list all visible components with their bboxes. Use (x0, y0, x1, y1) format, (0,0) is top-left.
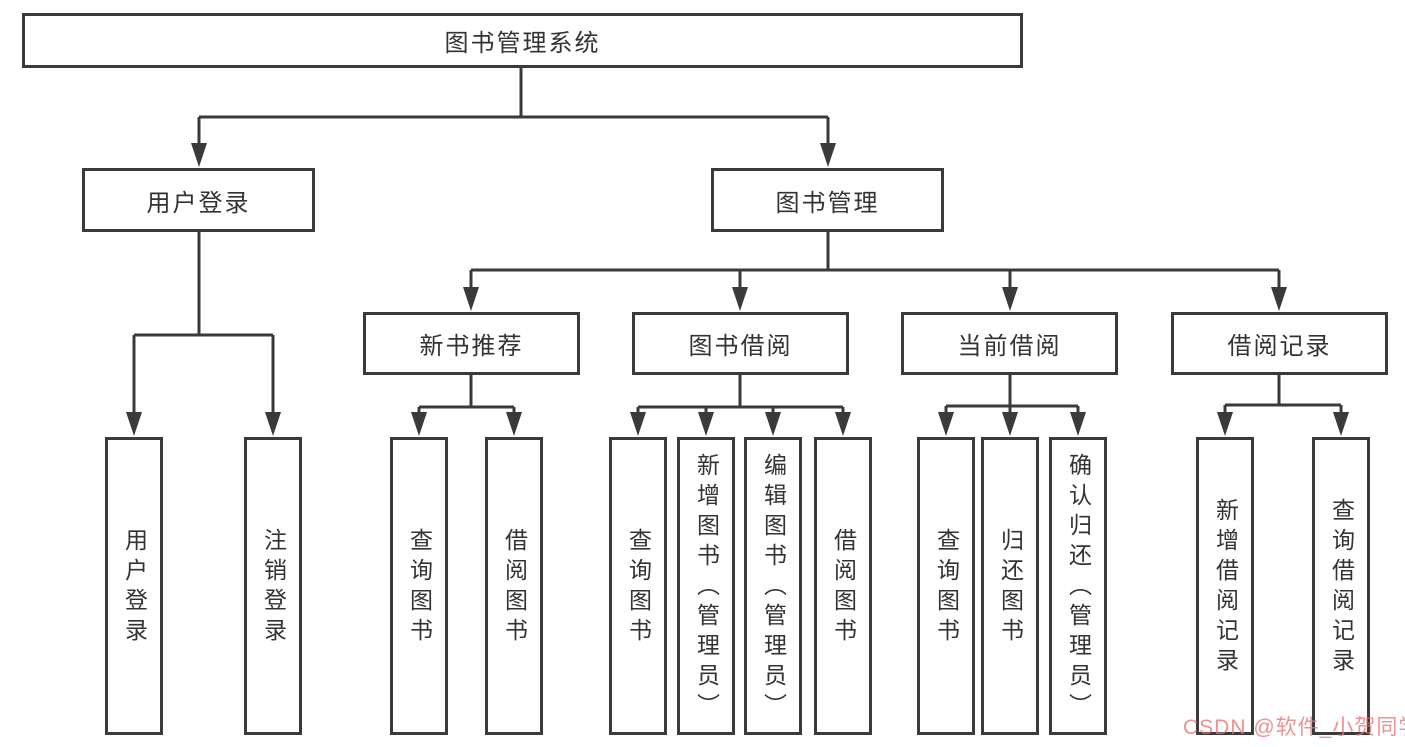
node-new-book-recommend: 新书推荐 (363, 312, 580, 375)
leaf-query-books-1: 查询图书 (390, 437, 448, 735)
node-current-borrow: 当前借阅 (901, 312, 1118, 375)
leaf-borrow-books-2: 借阅图书 (814, 437, 872, 735)
node-borrow-records: 借阅记录 (1171, 312, 1388, 375)
leaf-borrow-books-1: 借阅图书 (485, 437, 543, 735)
leaf-edit-books-admin: 编辑图书（管理员） (744, 437, 802, 735)
leaf-logout: 注销登录 (244, 437, 302, 735)
leaf-confirm-return-admin: 确认归还（管理员） (1049, 437, 1107, 735)
leaf-add-borrow-record: 新增借阅记录 (1196, 437, 1254, 735)
node-root-library-system: 图书管理系统 (22, 13, 1023, 68)
node-book-borrow: 图书借阅 (632, 312, 849, 375)
node-user-login: 用户登录 (82, 168, 315, 232)
leaf-return-books: 归还图书 (981, 437, 1039, 735)
leaf-add-books-admin: 新增图书（管理员） (677, 437, 735, 735)
node-book-management: 图书管理 (711, 168, 944, 232)
leaf-user-login: 用户登录 (105, 437, 163, 735)
leaf-query-books-3: 查询图书 (917, 437, 975, 735)
csdn-watermark: CSDN @软件_小贺同学 (1183, 716, 1405, 739)
leaf-query-borrow-record: 查询借阅记录 (1312, 437, 1370, 735)
leaf-query-books-2: 查询图书 (609, 437, 667, 735)
